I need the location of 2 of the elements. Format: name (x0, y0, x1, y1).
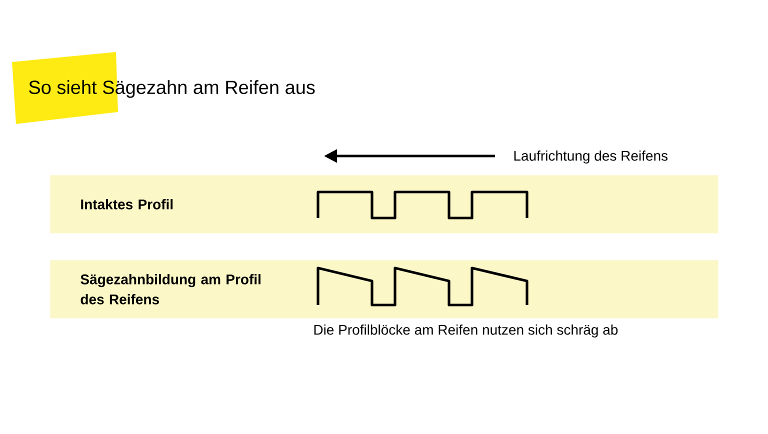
band: Sägezahnbildung am Profil des Reifens (50, 260, 718, 318)
band: Intaktes Profil (50, 175, 718, 234)
